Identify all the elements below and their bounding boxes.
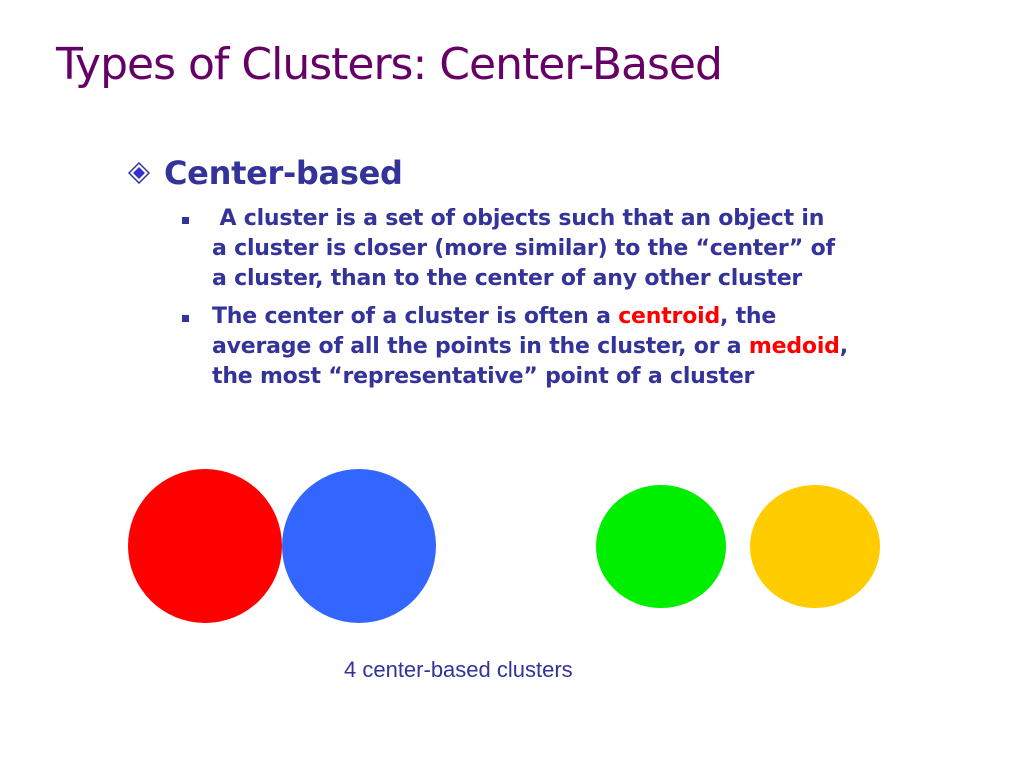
cluster-green [596, 485, 726, 608]
definition-line-2: a cluster is closer (more similar) to th… [212, 236, 835, 261]
centroid-line-1-tail: , the [720, 304, 777, 329]
centroid-line-2-text: average of all the points in the cluster… [212, 334, 749, 359]
sub-bullet-centroid-medoid: The center of a cluster is often a centr… [180, 302, 980, 392]
sub-bullet-definition: A cluster is a set of objects such that … [180, 204, 980, 294]
definition-line-3: a cluster, than to the center of any oth… [212, 266, 803, 291]
centroid-line-1: The center of a cluster is often a centr… [212, 302, 980, 332]
term-centroid: centroid [618, 304, 720, 329]
cluster-yellow [750, 485, 880, 608]
centroid-line-2: average of all the points in the cluster… [212, 332, 980, 362]
centroid-line-3: the most “representative” point of a clu… [212, 364, 755, 389]
slide-title: Types of Clusters: Center-Based [56, 39, 723, 90]
centroid-line-1-text: The center of a cluster is often a [212, 304, 619, 329]
figure-caption: 4 center-based clusters [344, 657, 573, 682]
cluster-red [128, 469, 282, 623]
bullet-heading: Center-based [164, 154, 403, 192]
bullet-center-based: Center-based [128, 154, 403, 192]
diamond-bullet-icon [128, 162, 150, 184]
sub-bullet-list: A cluster is a set of objects such that … [180, 204, 980, 400]
term-medoid: medoid [748, 334, 840, 359]
definition-line-1: A cluster is a set of objects such that … [212, 206, 825, 231]
square-bullet-icon [182, 315, 189, 322]
square-bullet-icon [182, 217, 189, 224]
centroid-line-2-tail: , [839, 334, 848, 359]
cluster-blue [282, 469, 436, 623]
